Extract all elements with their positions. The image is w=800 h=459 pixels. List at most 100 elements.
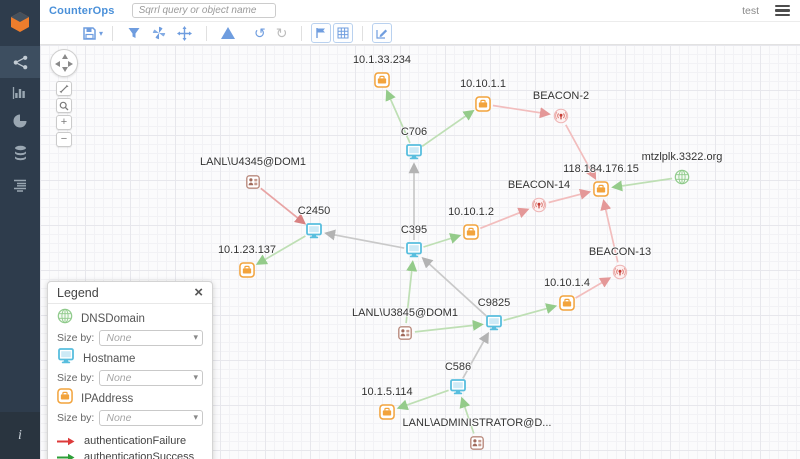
- username-label[interactable]: test: [742, 4, 759, 17]
- database-icon: [14, 145, 26, 160]
- host-node-icon[interactable]: [449, 379, 467, 395]
- undo-button[interactable]: ↺: [254, 23, 266, 43]
- pan-right-icon[interactable]: [68, 60, 73, 67]
- node-label: C2450: [297, 205, 331, 217]
- edge-authenticationSuccess[interactable]: [414, 319, 484, 333]
- pan-left-icon[interactable]: [55, 60, 60, 67]
- edge-authenticationSuccess[interactable]: [385, 89, 411, 144]
- ip-node-icon[interactable]: [239, 262, 255, 278]
- node-label: LANL\ADMINISTRATOR@D...: [402, 417, 552, 429]
- edge-authenticationSuccess[interactable]: [503, 303, 558, 322]
- node-label: C706: [400, 126, 428, 138]
- node-label: BEACON-14: [507, 179, 571, 191]
- edge-involved[interactable]: [548, 188, 592, 204]
- edge-arrow-icon: [57, 453, 75, 459]
- node-label: C586: [444, 361, 472, 373]
- redo-button[interactable]: ↻: [276, 23, 288, 43]
- user-node-icon[interactable]: [470, 436, 484, 450]
- edge-involved[interactable]: [565, 124, 597, 181]
- edge-authenticationSuccess[interactable]: [423, 233, 462, 248]
- ip-node-icon[interactable]: [593, 181, 609, 197]
- legend-type-hostname: Hostname: [57, 348, 203, 367]
- node-label: 118.184.176.15: [563, 163, 639, 175]
- pan-up-icon[interactable]: [61, 54, 68, 59]
- node-label: LANL\U3845@DOM1: [352, 307, 458, 319]
- edge-involved[interactable]: [492, 104, 551, 119]
- ip-node-icon[interactable]: [374, 72, 390, 88]
- edge-authenticationSuccess[interactable]: [396, 389, 449, 411]
- save-icon: [83, 26, 96, 40]
- grid-toggle-button[interactable]: [333, 23, 354, 43]
- edge-authenticationFailure[interactable]: [260, 187, 307, 225]
- info-icon: i: [18, 427, 22, 443]
- hexagon-logo-icon: [11, 12, 29, 32]
- host-node-icon[interactable]: [305, 223, 323, 239]
- globe-icon: [13, 114, 27, 128]
- edge-latMov[interactable]: [421, 256, 488, 317]
- host-node-icon[interactable]: [485, 315, 503, 331]
- size-by-select-dnsdomain[interactable]: None: [99, 329, 203, 346]
- edge-authenticationSuccess[interactable]: [405, 260, 418, 324]
- pan-control[interactable]: [50, 49, 78, 77]
- edge-latMov[interactable]: [324, 229, 405, 249]
- host-node-icon[interactable]: [405, 144, 423, 160]
- legend-body: DNSDomain Size by: None Hostname Size by…: [48, 304, 212, 459]
- size-by-select-ipaddress[interactable]: None: [99, 409, 203, 426]
- app-logo[interactable]: [0, 0, 40, 44]
- edge-authenticationSuccess[interactable]: [421, 109, 475, 147]
- ip-node-icon[interactable]: [379, 404, 395, 420]
- brand-title: CounterOps: [49, 4, 115, 17]
- edge-authenticationSuccess[interactable]: [611, 177, 673, 192]
- save-caret-icon: ▾: [99, 28, 104, 38]
- graph-canvas[interactable]: + − Legend × DNSDomain Size by: None: [40, 45, 800, 459]
- save-button[interactable]: ▾: [82, 23, 103, 43]
- hamburger-menu-icon[interactable]: [775, 5, 790, 16]
- edge-authenticationSuccess[interactable]: [255, 235, 306, 265]
- fit-to-screen-button[interactable]: [56, 81, 72, 96]
- close-icon[interactable]: ×: [194, 284, 203, 301]
- edge-involved[interactable]: [575, 277, 612, 299]
- beacon-node-icon[interactable]: [553, 108, 569, 124]
- info-button[interactable]: i: [0, 412, 40, 459]
- annotate-button[interactable]: [372, 23, 393, 43]
- sidebar-item-graph-view[interactable]: [0, 46, 40, 78]
- pan-down-icon[interactable]: [61, 67, 68, 72]
- size-by-select-hostname[interactable]: None: [99, 369, 203, 386]
- zoom-in-button[interactable]: +: [56, 115, 72, 130]
- legend-type-label: IPAddress: [81, 392, 134, 405]
- zoom-out-button[interactable]: −: [56, 132, 72, 147]
- user-node-icon[interactable]: [246, 175, 260, 189]
- host-node-icon[interactable]: [405, 242, 423, 258]
- layout-button[interactable]: [151, 23, 167, 43]
- alert-button[interactable]: [221, 23, 236, 43]
- beacon-node-icon[interactable]: [612, 264, 628, 280]
- node-label: BEACON-2: [532, 90, 590, 102]
- zoom-select-button[interactable]: [56, 98, 72, 113]
- edge-involved[interactable]: [600, 199, 619, 263]
- edge-involved[interactable]: [479, 207, 530, 230]
- search-input[interactable]: [131, 3, 276, 18]
- dns-node-icon[interactable]: [674, 169, 690, 185]
- node-label: C395: [400, 224, 428, 236]
- ip-node-icon[interactable]: [463, 224, 479, 240]
- sidebar-item-results-view[interactable]: [0, 170, 40, 200]
- size-by-row: Size by: None: [57, 408, 203, 427]
- filter-button[interactable]: [127, 23, 141, 43]
- node-label: mtzlplk.3322.org: [641, 151, 723, 163]
- fit-view-button[interactable]: [177, 23, 193, 43]
- sidebar-item-globe-view[interactable]: [0, 106, 40, 136]
- user-node-icon[interactable]: [398, 326, 412, 340]
- edge-authenticationSuccess[interactable]: [459, 396, 475, 434]
- beacon-node-icon[interactable]: [531, 197, 547, 213]
- sidebar-item-database-view[interactable]: [0, 138, 40, 168]
- sidebar-item-bar-chart-view[interactable]: [0, 78, 40, 108]
- ip-node-icon[interactable]: [559, 295, 575, 311]
- size-by-label: Size by:: [57, 411, 95, 424]
- flag-toggle-button[interactable]: [311, 23, 332, 43]
- node-label: 10.10.1.4: [544, 277, 590, 289]
- top-header: CounterOps test: [40, 0, 800, 22]
- ip-node-icon[interactable]: [475, 96, 491, 112]
- flag-icon: [316, 28, 326, 38]
- edge-latMov[interactable]: [462, 331, 489, 379]
